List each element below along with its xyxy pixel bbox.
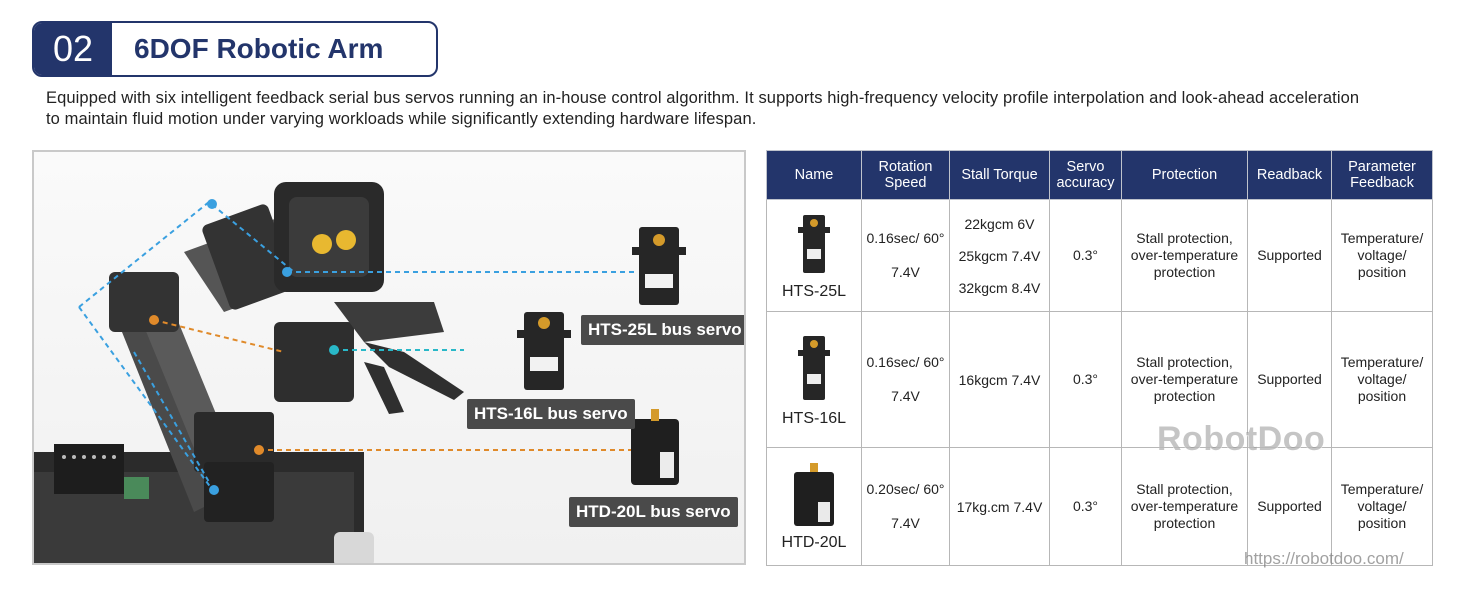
servo-htd20l-shape (631, 409, 679, 485)
speed-cell: 0.16sec/ 60°7.4V (861, 311, 950, 448)
col-header-torque: Stall Torque (949, 150, 1050, 200)
col-header-name: Name (766, 150, 862, 200)
parameter-cell: Temperature/voltage/position (1331, 311, 1433, 448)
controller-board-shape (54, 444, 124, 494)
col-header-protection: Protection (1121, 150, 1248, 200)
servo-name-cell: HTS-25L (766, 199, 862, 312)
servo-name-cell: HTS-16L (766, 311, 862, 448)
gripper-shape (334, 302, 444, 342)
readback-cell: Supported (1247, 311, 1332, 448)
servo-icon (794, 463, 834, 526)
watermark: RobotDoo (1157, 420, 1326, 458)
robot-arm-illustration (34, 182, 686, 563)
readback-cell: Supported (1247, 199, 1332, 312)
parameter-cell: Temperature/voltage/position (1331, 199, 1433, 312)
servo-label-hts25l: HTS-25L bus servo (581, 315, 744, 345)
base-servo-shape (194, 412, 274, 472)
readback-cell: Supported (1247, 447, 1332, 566)
accuracy-cell: 0.3° (1049, 199, 1122, 312)
servo-hts25l-shape (632, 227, 686, 305)
wrist-servo-shape (274, 322, 354, 402)
torque-cell: 16kgcm 7.4V (949, 311, 1050, 448)
accuracy-cell: 0.3° (1049, 311, 1122, 448)
section-header: 02 6DOF Robotic Arm (32, 21, 438, 77)
section-description: Equipped with six intelligent feedback s… (46, 89, 1360, 128)
servo-icon (798, 215, 830, 273)
watermark-url: https://robotdoo.com/ (1244, 549, 1404, 568)
table-row: HTS-25L 0.16sec/ 60°7.4V 22kgcm 6V 25kgc… (766, 199, 1433, 312)
torque-cell: 22kgcm 6V 25kgcm 7.4V 32kgcm 8.4V (949, 199, 1050, 312)
servo-icon (798, 336, 830, 400)
servo-label-htd20l: HTD-20L bus servo (569, 497, 738, 527)
col-header-readback: Readback (1247, 150, 1332, 200)
torque-cell: 17kg.cm 7.4V (949, 447, 1050, 566)
table-row: HTD-20L 0.20sec/ 60°7.4V 17kg.cm 7.4V 0.… (766, 447, 1433, 566)
section-title: 6DOF Robotic Arm (134, 33, 384, 64)
servo-name-cell: HTD-20L (766, 447, 862, 566)
parameter-cell: Temperature/voltage/position (1331, 447, 1433, 566)
accuracy-cell: 0.3° (1049, 447, 1122, 566)
servo-hts16l-shape (517, 312, 571, 390)
speed-cell: 0.16sec/ 60°7.4V (861, 199, 950, 312)
table-row: HTS-16L 0.16sec/ 60°7.4V 16kgcm 7.4V 0.3… (766, 311, 1433, 448)
speed-cell: 0.20sec/ 60°7.4V (861, 447, 950, 566)
section-number: 02 (34, 23, 112, 75)
robot-arm-image: HTS-25L bus servo HTS-16L bus servo HTD-… (32, 150, 746, 565)
servo-label-hts16l: HTS-16L bus servo (467, 399, 635, 429)
